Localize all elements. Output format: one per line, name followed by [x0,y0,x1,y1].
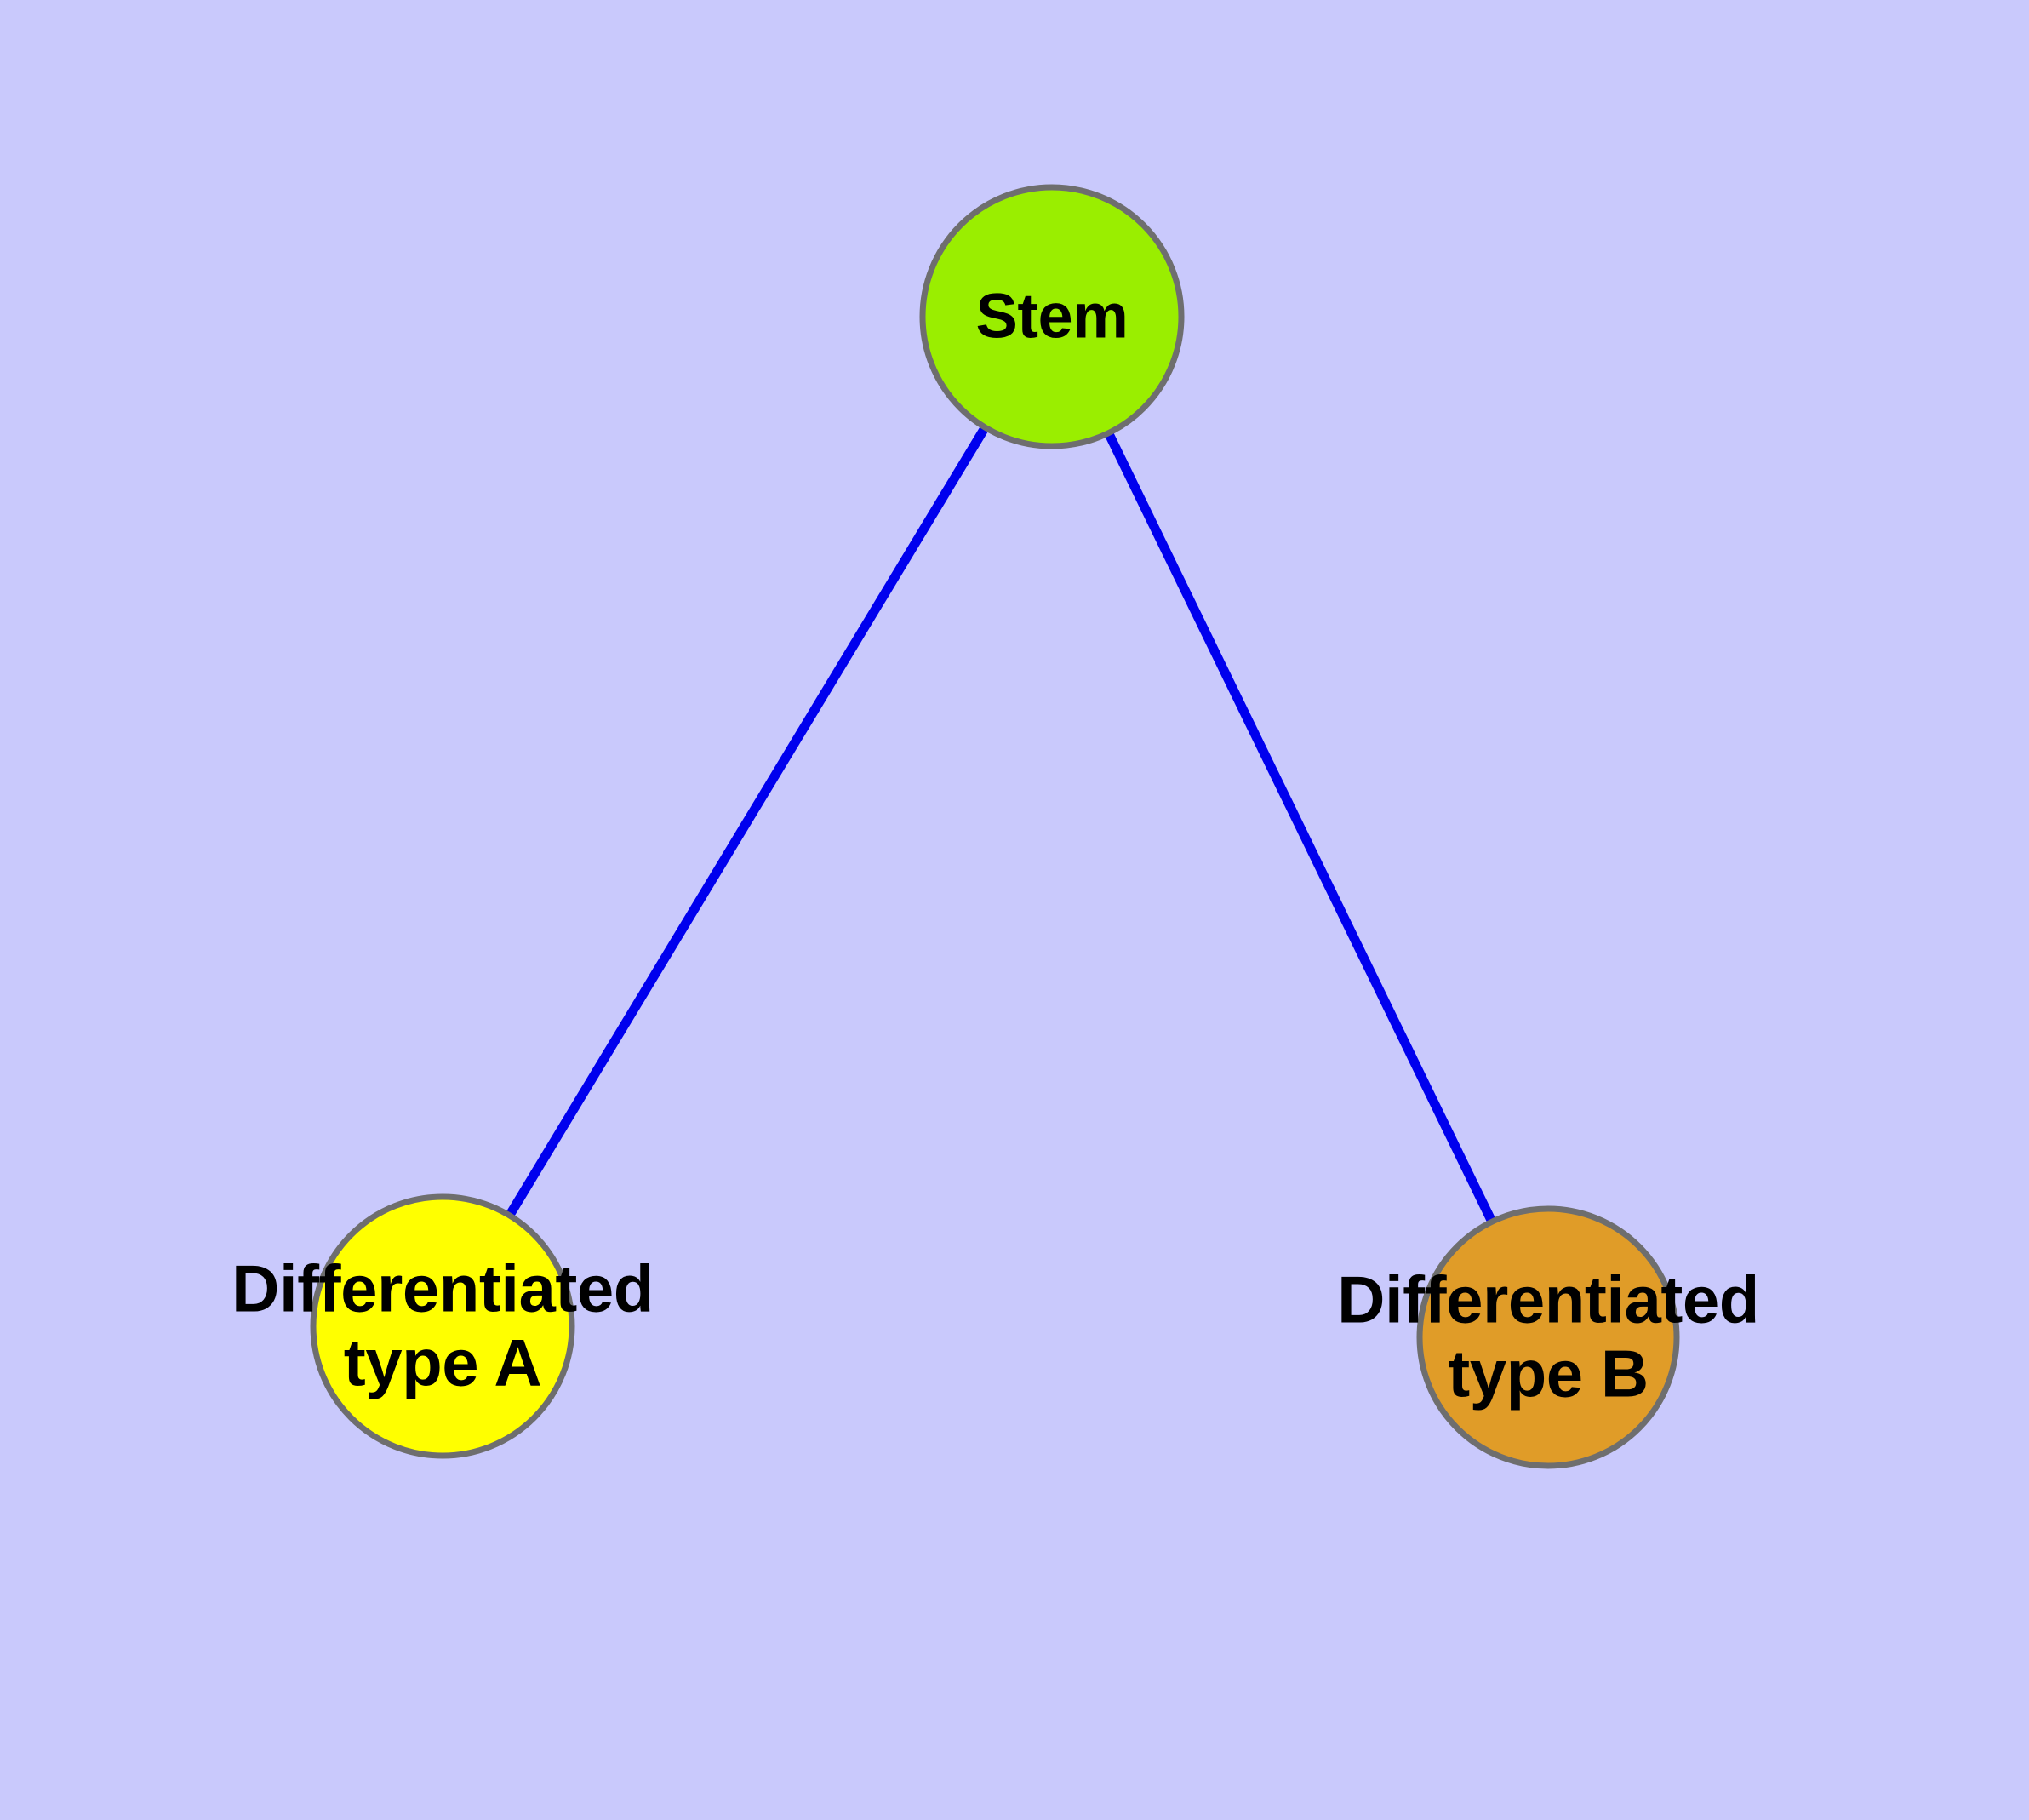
edge-stem-to-differentiated-type-a [438,314,1056,1329]
nodes-group [310,184,1680,1469]
edge-stem-to-differentiated-type-b [1048,314,1552,1340]
node-circle-differentiated-type-b[interactable] [1416,1205,1680,1469]
edges-group [438,314,1552,1340]
node-circle-stem[interactable] [919,184,1185,449]
node-circle-differentiated-type-a[interactable] [310,1193,575,1459]
